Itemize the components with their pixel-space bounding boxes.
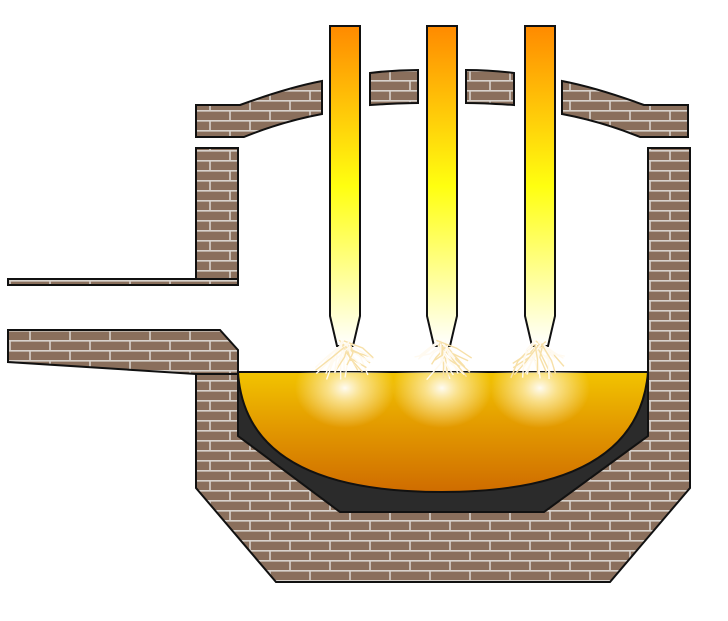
electrode-left <box>329 25 361 347</box>
spark-streak <box>426 345 449 381</box>
spark-streak <box>436 339 473 359</box>
spark-streak <box>513 343 541 376</box>
arc-glow-right <box>490 372 590 428</box>
flue-duct-top-plate <box>7 278 239 286</box>
spark-streak <box>542 344 564 359</box>
arc-spark-cluster-right <box>510 340 565 379</box>
electrode-right <box>524 25 556 347</box>
spark-streak <box>434 345 444 361</box>
spark-streak <box>315 346 345 371</box>
roof-left-segment <box>195 79 323 138</box>
spark-streak <box>539 342 547 373</box>
spark-streak <box>534 344 539 376</box>
left-upper-wall <box>195 147 239 286</box>
arc-glow-left <box>295 372 395 428</box>
arc-glow-center <box>392 372 492 428</box>
spark-streak <box>523 340 536 362</box>
spark-streak <box>323 342 344 365</box>
tapping-spout <box>7 329 239 375</box>
spark-streak <box>343 340 374 359</box>
spark-streak <box>325 347 349 380</box>
spark-streak <box>346 343 362 366</box>
spark-streak <box>540 343 557 374</box>
spark-streak <box>444 343 471 373</box>
roof-center-right-segment <box>465 68 515 107</box>
roof-right-segment <box>561 79 689 138</box>
spark-streak <box>414 345 440 358</box>
arc-spark-cluster-left <box>314 339 375 380</box>
arc-sparks <box>314 339 565 381</box>
roof-center-left-segment <box>369 68 419 107</box>
spark-streak <box>431 344 449 365</box>
arc-spark-cluster-center <box>414 339 473 381</box>
spark-streak <box>521 340 537 378</box>
spark-streak <box>443 343 456 359</box>
spark-streak <box>346 344 354 366</box>
electrode-center <box>426 25 458 347</box>
spark-streak <box>523 344 542 368</box>
graphite-electrodes <box>329 25 556 347</box>
spark-streak <box>543 343 550 379</box>
spark-streak <box>437 345 454 376</box>
